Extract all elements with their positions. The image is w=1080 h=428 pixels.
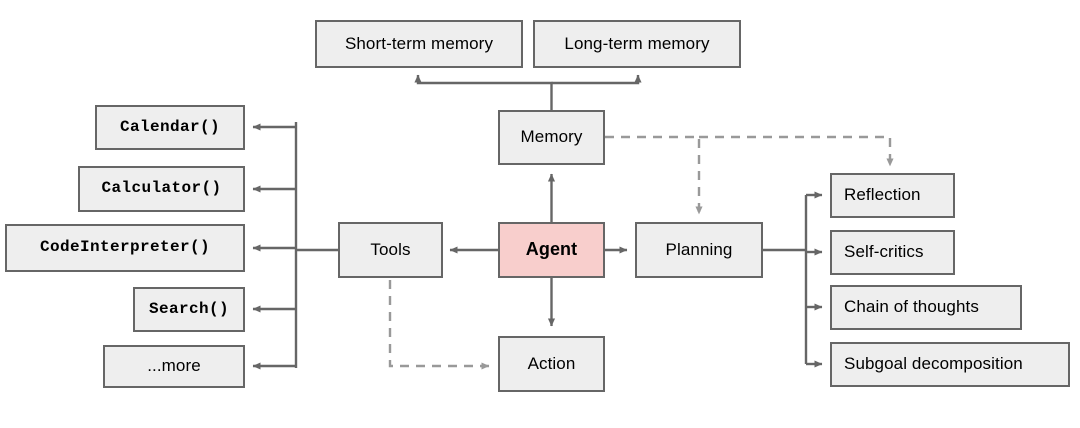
node-label: Agent (525, 239, 578, 260)
node-label: Calendar() (119, 117, 220, 136)
node-long-term-memory[interactable]: Long-term memory (533, 20, 741, 68)
node-label: Tools (370, 239, 411, 259)
node-label: Search() (148, 299, 229, 318)
node-planning-reflection[interactable]: Reflection (830, 173, 955, 218)
node-label: Short-term memory (344, 33, 494, 53)
node-label: Calculator() (101, 179, 222, 198)
node-label: ...more (147, 356, 201, 376)
node-planning[interactable]: Planning (635, 222, 763, 278)
node-label: Reflection (844, 185, 921, 205)
node-tools[interactable]: Tools (338, 222, 443, 278)
node-agent[interactable]: Agent (498, 222, 605, 278)
node-planning-subgoal-decomposition[interactable]: Subgoal decomposition (830, 342, 1070, 387)
node-label: Planning (665, 239, 733, 259)
node-label: Subgoal decomposition (844, 354, 1023, 374)
node-label: Self-critics (844, 242, 924, 262)
node-planning-self-critics[interactable]: Self-critics (830, 230, 955, 275)
node-tool-calendar[interactable]: Calendar() (95, 105, 245, 150)
node-label: Long-term memory (564, 33, 710, 53)
node-tool-search[interactable]: Search() (133, 287, 245, 332)
node-tool-calculator[interactable]: Calculator() (78, 166, 245, 212)
node-tool-code-interpreter[interactable]: CodeInterpreter() (5, 224, 245, 272)
node-tool-more[interactable]: ...more (103, 345, 245, 388)
node-short-term-memory[interactable]: Short-term memory (315, 20, 523, 68)
node-action[interactable]: Action (498, 336, 605, 392)
node-label: Action (527, 353, 576, 373)
node-memory[interactable]: Memory (498, 110, 605, 165)
node-label: Chain of thoughts (844, 297, 979, 317)
node-planning-chain-of-thoughts[interactable]: Chain of thoughts (830, 285, 1022, 330)
node-label: CodeInterpreter() (39, 238, 211, 257)
node-label: Memory (520, 127, 583, 147)
